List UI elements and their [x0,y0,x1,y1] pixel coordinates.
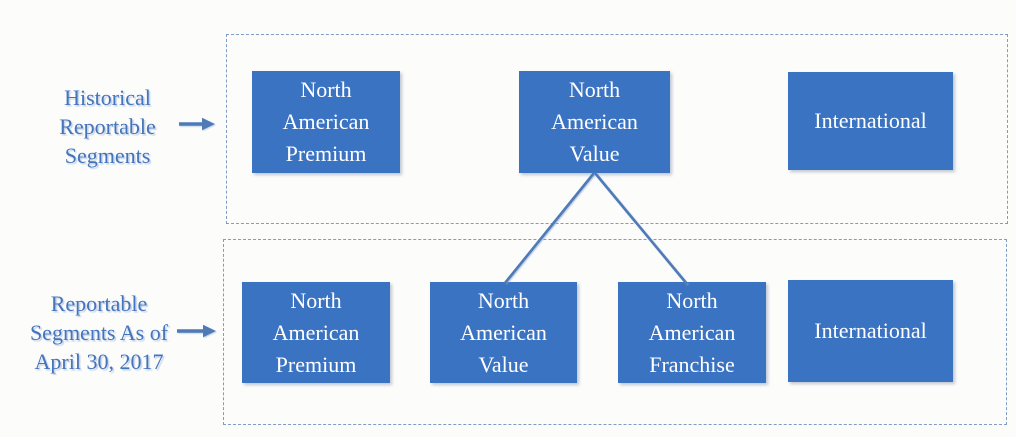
segment-box-historical-international: International [788,72,953,170]
historical-segments-label: Historical Reportable Segments [59,85,156,168]
segment-box-current-international: International [788,280,953,382]
segment-box-historical-na-value: North American Value [519,71,670,173]
segment-box-current-na-franchise: North American Franchise [618,282,766,383]
segment-box-current-na-value: North American Value [430,282,577,383]
reportable-segments-asof-label: Reportable Segments As of April 30, 2017 [29,291,169,374]
segment-box-historical-na-premium: North American Premium [252,71,400,173]
segment-box-current-na-premium: North American Premium [242,282,390,383]
